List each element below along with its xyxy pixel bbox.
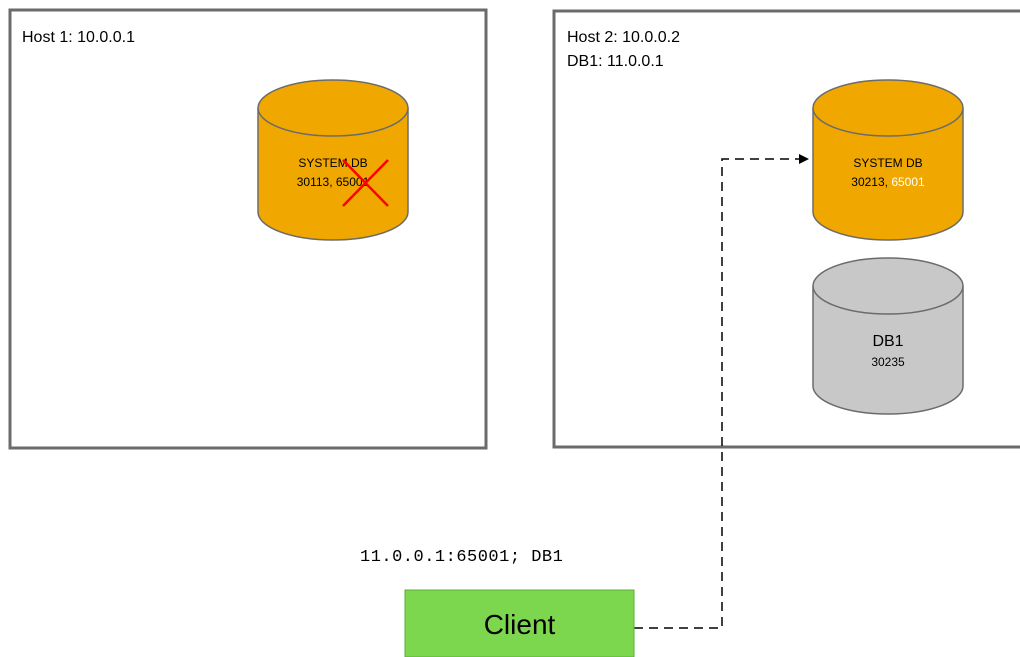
connection-string: 11.0.0.1:65001; DB1 [360, 548, 563, 567]
host2-system-db-port-primary: 30213, [851, 175, 891, 189]
host2-label-db1: DB1: 11.0.0.1 [567, 53, 664, 70]
host1-label: Host 1: 10.0.0.1 [22, 29, 135, 46]
failure-x-icon [342, 159, 389, 207]
host2-system-db-ports: 30213, 65001 [851, 175, 925, 189]
host1-box: Host 1: 10.0.0.1 [8, 8, 488, 450]
db1-port: 30235 [871, 355, 905, 369]
client-connection-arrow [634, 154, 809, 629]
db1-name: DB1 [872, 333, 903, 350]
host1-system-db-cylinder: SYSTEM DB 30113, 65001 [257, 79, 409, 241]
client-box: Client [404, 589, 635, 657]
db1-cylinder: DB1 30235 [812, 257, 964, 415]
host2-label-ip: Host 2: 10.0.0.2 [567, 29, 680, 46]
host1-system-db-name: SYSTEM DB [298, 156, 367, 170]
host2-system-db-name: SYSTEM DB [853, 156, 922, 170]
client-label: Client [484, 609, 556, 640]
host1-system-db-ports: 30113, 65001 [297, 175, 370, 189]
host2-system-db-port-highlight: 65001 [891, 175, 925, 189]
host2-system-db-cylinder: SYSTEM DB 30213, 65001 [812, 79, 964, 241]
